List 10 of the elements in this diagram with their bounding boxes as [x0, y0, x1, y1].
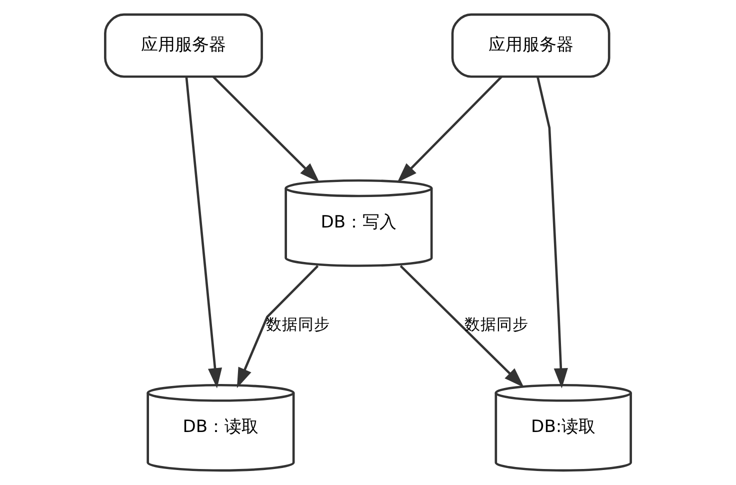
- arrow: [536, 76, 568, 388]
- arrow: [185, 76, 222, 388]
- arrow: [397, 76, 502, 183]
- edge-label: 数据同步: [464, 315, 529, 334]
- arrow: [236, 265, 319, 388]
- arrow: [212, 76, 320, 183]
- edge-label: 数据同步: [266, 315, 330, 334]
- arrow: [400, 265, 524, 388]
- node-box: 应用服务器: [104, 13, 263, 78]
- node-box: 应用服务器: [451, 13, 610, 78]
